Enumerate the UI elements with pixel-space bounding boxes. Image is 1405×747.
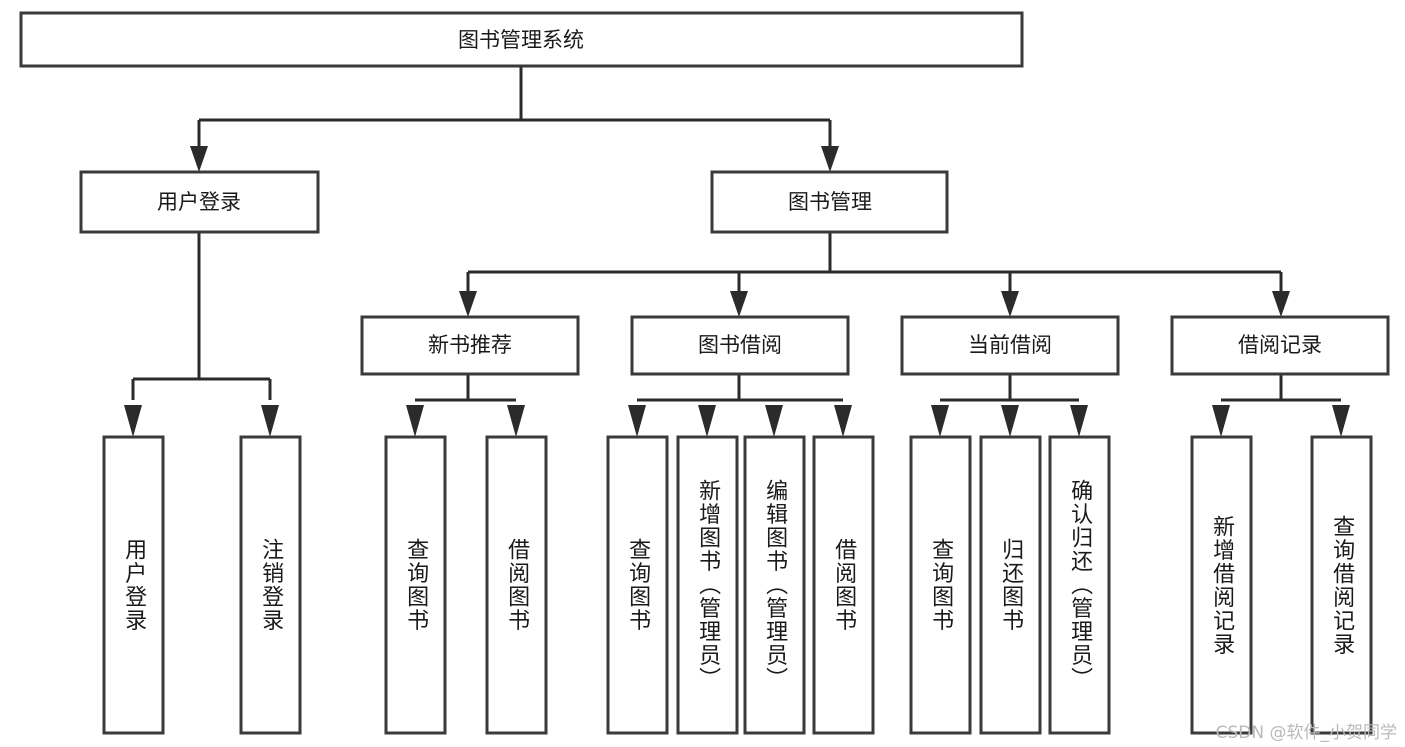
node-user-login-label: 用户登录 [157,190,241,214]
node-new-book-recommend-label: 新书推荐 [428,333,512,357]
node-user-login[interactable]: 用户登录 [79,170,320,234]
arrow-head-user-login [190,146,208,172]
node-borrow-record[interactable]: 借阅记录 [1170,315,1390,376]
connector-bookmanage-to-level2 [459,232,1290,317]
arrow-head-newbook-leaf-1 [406,405,424,437]
leaf-box-logout-login[interactable] [239,435,302,735]
arrow-head-borrowrecord-leaf-2 [1332,405,1350,437]
leaf-box-user-login[interactable] [102,435,165,735]
leaf-box-borrow-query[interactable] [606,435,669,735]
arrow-head-bookborrow-leaf-3 [765,405,783,437]
node-borrow-record-label: 借阅记录 [1238,333,1322,357]
arrow-head-bookborrow-leaf-4 [834,405,852,437]
leaf-box-newbook-borrow[interactable] [485,435,548,735]
arrow-head-new-book [459,291,477,317]
connector-root-to-level1 [190,66,839,172]
leaf-box-newbook-query[interactable] [384,435,447,735]
connector-userlogin-to-leaves [124,232,279,437]
leaf-box-record-add[interactable] [1190,435,1253,735]
arrow-head-newbook-leaf-2 [507,405,525,437]
arrow-head-current-borrow [1001,291,1019,317]
connector-currentborrow-to-leaves [931,374,1088,437]
arrow-head-borrowrecord-leaf-1 [1212,405,1230,437]
arrow-head-book-borrow [730,291,748,317]
arrow-head-currentborrow-leaf-2 [1001,405,1019,437]
arrow-head-book-manage [821,146,839,172]
arrow-head-borrow-record [1272,291,1290,317]
leaf-box-record-query[interactable] [1310,435,1373,735]
leaf-box-borrow-lend[interactable] [812,435,875,735]
leaf-box-current-confirm[interactable] [1048,435,1111,735]
leaf-box-borrow-add[interactable] [676,435,739,735]
arrow-head-leaf-logout [261,405,279,437]
node-root-book-management-system[interactable]: 图书管理系统 [19,11,1024,68]
node-book-management-label: 图书管理 [788,190,872,214]
connector-bookborrow-to-leaves [628,374,852,437]
node-new-book-recommend[interactable]: 新书推荐 [360,315,580,376]
node-current-borrow-label: 当前借阅 [968,333,1052,357]
leaf-box-current-query[interactable] [909,435,972,735]
node-current-borrow[interactable]: 当前借阅 [900,315,1120,376]
csdn-watermark: CSDN @软件_小贺同学 [1215,723,1397,743]
arrow-head-currentborrow-leaf-1 [931,405,949,437]
connector-newbook-to-leaves [406,374,525,437]
arrow-head-bookborrow-leaf-1 [628,405,646,437]
node-root-label: 图书管理系统 [458,28,584,52]
arrow-head-leaf-user-login [124,405,142,437]
node-book-management[interactable]: 图书管理 [710,170,949,234]
leaf-box-current-return[interactable] [979,435,1042,735]
node-book-borrow-label: 图书借阅 [698,333,782,357]
connector-borrowrecord-to-leaves [1212,374,1350,437]
node-book-borrow[interactable]: 图书借阅 [630,315,850,376]
arrow-head-bookborrow-leaf-2 [698,405,716,437]
leaf-box-borrow-edit[interactable] [743,435,806,735]
arrow-head-currentborrow-leaf-3 [1070,405,1088,437]
